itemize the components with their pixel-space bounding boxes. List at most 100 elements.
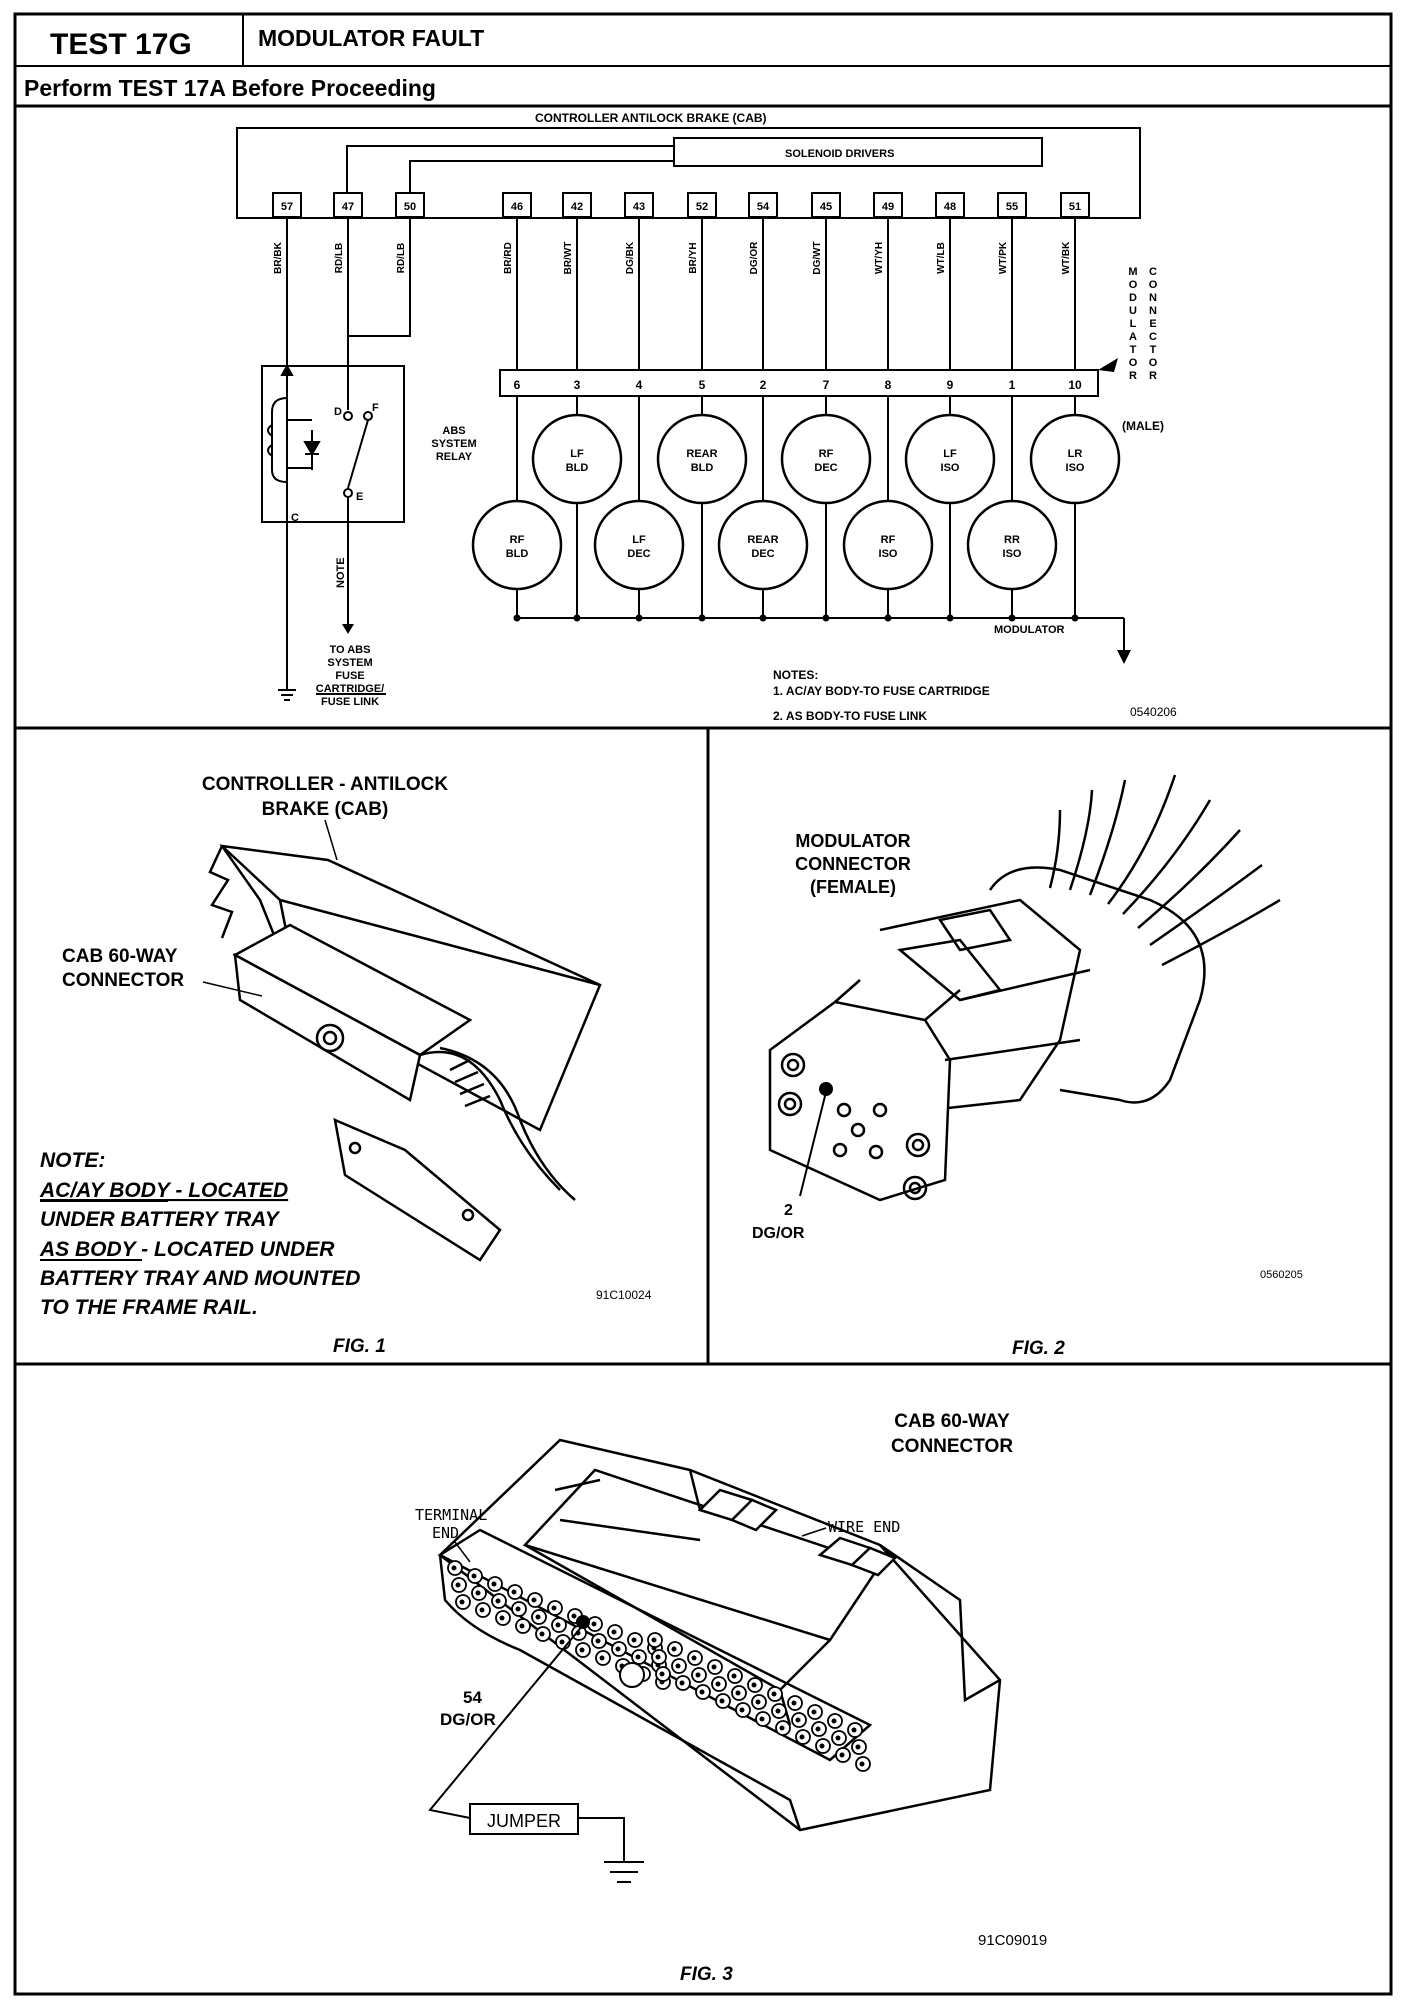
valve-label: LR [1068, 448, 1083, 460]
svg-text:SYSTEM: SYSTEM [327, 657, 372, 669]
modulator-pin-number: 4 [636, 378, 643, 392]
fig3-pin-number: 54 [463, 1688, 482, 1707]
modulator-connector-letter: D [1129, 292, 1137, 304]
relay-terminal-c: C [291, 512, 299, 524]
svg-text:CARTRIDGE/: CARTRIDGE/ [316, 683, 384, 695]
cab-pin-number: 42 [571, 201, 583, 213]
modulator-connector-letter: L [1130, 318, 1137, 330]
cab-pin-box [624, 192, 654, 218]
valve-label: RF [881, 534, 896, 546]
cab-pin-number: 52 [696, 201, 708, 213]
fig3-wire-end: WIRE END [828, 1518, 900, 1536]
svg-text:NOTE:: NOTE: [40, 1149, 105, 1172]
cab-pin-box [873, 192, 903, 218]
fig1-connector-label-line2: CONNECTOR [62, 970, 184, 991]
pin-2-marker [819, 1082, 833, 1096]
modulator-label: MODULATOR [994, 624, 1065, 636]
cab-wire-color: DG/OR [749, 241, 760, 275]
modulator-connector-letter: U [1129, 305, 1137, 317]
cab-pin-number: 57 [281, 201, 293, 213]
ground-symbol [278, 689, 296, 701]
fig2-ref: 0560205 [1260, 1269, 1303, 1281]
fig2-pin-number: 2 [784, 1202, 793, 1219]
valve-label: DEC [814, 462, 837, 474]
page-title: MODULATOR FAULT [258, 25, 484, 51]
fig1-title-line1: CONTROLLER - ANTILOCK [202, 774, 449, 795]
note-1: 1. AC/AY BODY-TO FUSE CARTRIDGE [773, 684, 990, 698]
fig3-title-line1: CAB 60-WAY [894, 1411, 1010, 1432]
svg-text:TO ABS: TO ABS [330, 644, 371, 656]
valve-label: RR [1004, 534, 1020, 546]
cab-pin-number: 55 [1006, 201, 1018, 213]
cab-wire-color: RD/LB [334, 243, 345, 274]
fig3-pin-wire: DG/OR [440, 1710, 496, 1729]
cab-pin-number: 48 [944, 201, 956, 213]
modulator-connector-letter: M [1128, 266, 1137, 278]
modulator-connector-letter: O [1149, 357, 1158, 369]
svg-text:UNDER BATTERY TRAY: UNDER BATTERY TRAY [40, 1208, 281, 1231]
cab-pin-number: 45 [820, 201, 832, 213]
page-frame [13, 12, 1393, 1996]
fig1-controller: CONTROLLER - ANTILOCK BRAKE (CAB) CAB 60… [39, 774, 652, 1357]
modulator-connector-letter: R [1129, 370, 1137, 382]
modulator-connector-letter: T [1150, 344, 1157, 356]
fig2-title-line3: (FEMALE) [810, 877, 896, 897]
solenoid-drivers-box [673, 137, 1043, 167]
wiring-schematic: CONTROLLER ANTILOCK BRAKE (CAB) SOLENOID… [236, 111, 1177, 723]
valve-solenoid: RF BLD [471, 499, 563, 591]
cab-wire-color: BR/YH [688, 242, 699, 273]
fig1-title-line2: BRAKE (CAB) [262, 799, 389, 820]
fig2-title-line1: MODULATOR [795, 831, 910, 851]
valve-label: LF [570, 448, 584, 460]
modulator-connector-letter: E [1149, 318, 1156, 330]
valve-label: RF [819, 448, 834, 460]
modulator-connector-letter: R [1149, 370, 1157, 382]
svg-text:RELAY: RELAY [436, 451, 473, 463]
modulator-connector-letter: C [1149, 266, 1157, 278]
cab-pin-number: 47 [342, 201, 354, 213]
modulator-pin-number: 5 [699, 378, 706, 392]
notes-title: NOTES: [773, 668, 818, 682]
svg-text:FUSE: FUSE [335, 670, 364, 682]
cab-pin-box [502, 192, 532, 218]
relay-switch [343, 411, 373, 498]
valve-label: BLD [566, 462, 589, 474]
modulator-connector-gender: (MALE) [1122, 419, 1164, 433]
modulator-connector-letter: A [1129, 331, 1137, 343]
relay-terminal-e: E [356, 491, 363, 503]
fig1-ref: 91C10024 [596, 1288, 652, 1302]
valve-label: BLD [506, 548, 529, 560]
cab-pin-number: 49 [882, 201, 894, 213]
valve-label: REAR [686, 448, 717, 460]
valve-label: ISO [941, 462, 960, 474]
valve-solenoid: RF DEC [780, 413, 872, 505]
cab-wire-color: WT/YH [874, 242, 885, 274]
svg-text:AC/AY BODY - LOCATED: AC/AY BODY - LOCATED [39, 1179, 288, 1202]
modulator-pin-number: 2 [760, 378, 767, 392]
svg-text:AS BODY - LOCATED UNDER: AS BODY - LOCATED UNDER [39, 1238, 335, 1261]
note-wire-label: NOTE [335, 557, 347, 588]
fig3-ref: 91C09019 [978, 1932, 1047, 1949]
fig2-caption: FIG. 2 [1012, 1338, 1065, 1359]
fig1-caption: FIG. 1 [333, 1336, 386, 1357]
controller-illustration [208, 844, 602, 1262]
modulator-connector-letter: N [1149, 292, 1157, 304]
cavity-54-open [619, 1662, 645, 1688]
cab-wire-color: WT/LB [936, 242, 947, 274]
cab-pin-box [562, 192, 592, 218]
fig2-modulator-connector: MODULATOR CONNECTOR (FEMALE) [752, 774, 1303, 1359]
relay-terminal-f: F [372, 402, 379, 414]
modulator-pin-number: 7 [823, 378, 830, 392]
valve-label: RF [510, 534, 525, 546]
modulator-connector-letter: O [1149, 279, 1158, 291]
valve-label: DEC [627, 548, 650, 560]
fig1-note: NOTE: AC/AY BODY - LOCATED UNDER BATTERY… [39, 1149, 360, 1319]
test-id: TEST 17G [50, 28, 192, 61]
valve-label: LF [943, 448, 957, 460]
